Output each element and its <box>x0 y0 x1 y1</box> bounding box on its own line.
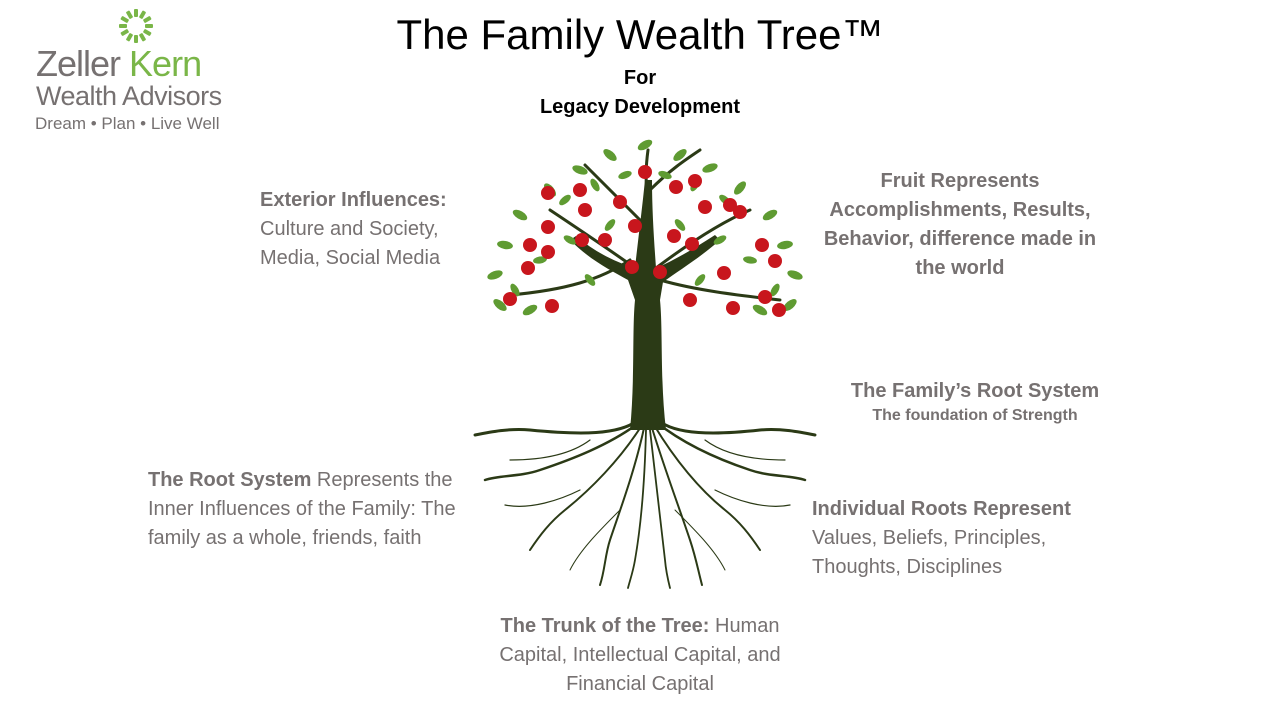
root-system-heading: The Root System <box>148 469 312 491</box>
root-system-block: The Root System Represents the Inner Inf… <box>148 466 478 553</box>
tree-apples <box>503 165 786 317</box>
fruit-block: Fruit Represents Accomplishments, Result… <box>823 170 1097 279</box>
trunk-heading: The Trunk of the Tree: <box>500 615 710 637</box>
root-system-body: Represents the Inner Influences of the F… <box>148 469 456 549</box>
logo-name-part1: Zeller <box>36 43 121 84</box>
logo-burst-icon <box>119 9 153 43</box>
exterior-influences-block: Exterior Influences: Culture and Society… <box>260 186 490 273</box>
individual-roots-block: Individual Roots Represent Values, Belie… <box>812 495 1112 582</box>
company-logo: Zeller Kern Wealth Advisors Dream • Plan… <box>34 6 294 136</box>
family-root-sub: The foundation of Strength <box>872 407 1078 424</box>
logo-name-part2: Kern <box>129 43 202 84</box>
trunk-body: Human Capital, Intellectual Capital, and… <box>499 615 781 695</box>
tree-illustration <box>473 139 817 589</box>
subtitle-line2: Legacy Development <box>539 96 741 118</box>
logo-tagline: Dream • Plan • Live Well <box>35 114 220 133</box>
family-root-heading: The Family’s Root System <box>850 380 1100 402</box>
exterior-influences-heading: Exterior Influences: <box>260 189 447 211</box>
page-title: The Family Wealth Tree™ <box>396 11 884 58</box>
tree-trunk <box>570 180 720 430</box>
logo-name: Zeller Kern <box>36 43 202 84</box>
individual-roots-body: Values, Beliefs, Principles, Thoughts, D… <box>812 527 1047 578</box>
trunk-block: The Trunk of the Tree: Human Capital, In… <box>470 612 810 699</box>
subtitle-line1: For <box>623 67 657 89</box>
tree-branches <box>508 148 782 302</box>
tree-roots <box>473 418 817 589</box>
family-root-block: The Family’s Root System The foundation … <box>830 377 1120 426</box>
exterior-influences-body: Culture and Society, Media, Social Media <box>260 218 441 269</box>
logo-subtitle: Wealth Advisors <box>36 81 222 111</box>
individual-roots-heading: Individual Roots Represent <box>812 498 1071 520</box>
